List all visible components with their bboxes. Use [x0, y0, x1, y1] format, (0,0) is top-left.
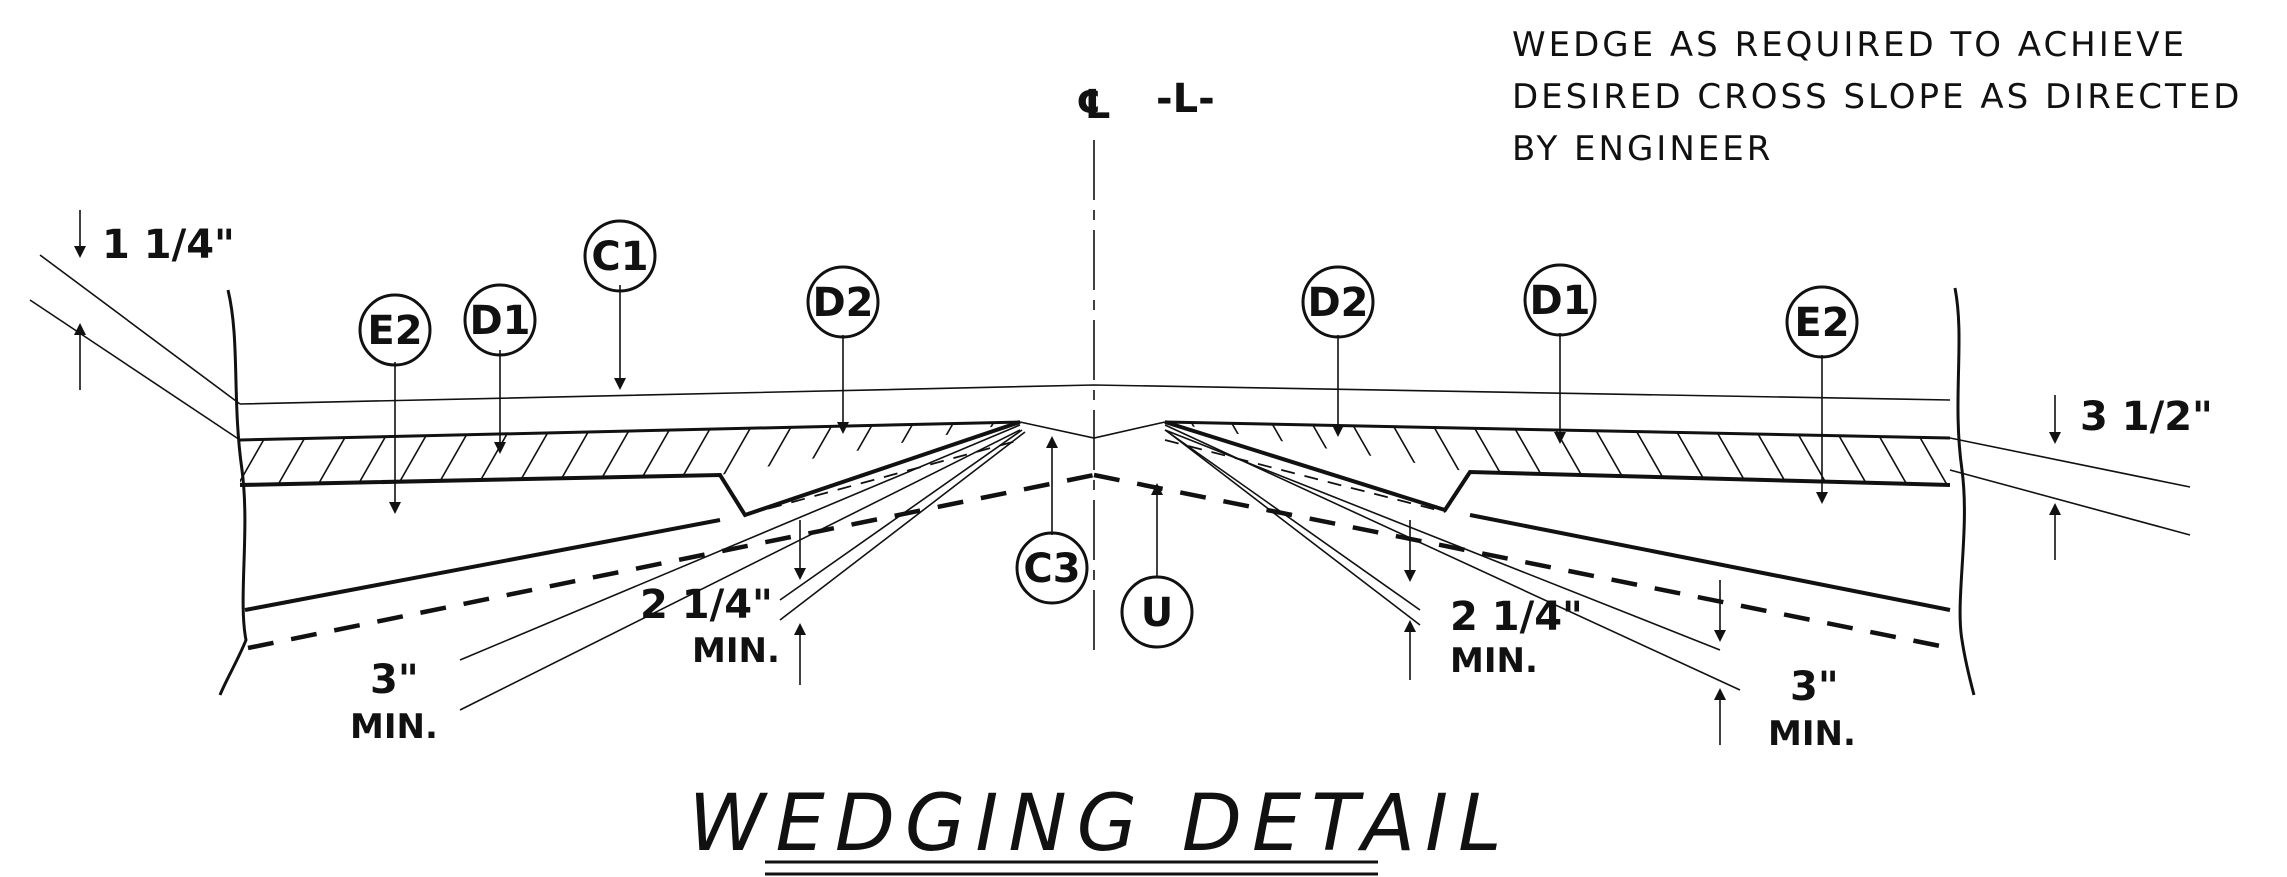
left-slope-lower	[29, 299, 241, 441]
left-existing-surface	[244, 518, 721, 612]
bubble-c1-label: C1	[591, 234, 648, 280]
bubble-d2-left: D2	[806, 265, 880, 339]
dim-left-outer-min: MIN.	[350, 707, 438, 747]
bubble-d2-right: D2	[1301, 265, 1375, 339]
finished-surface-line	[239, 384, 1951, 405]
left-leader-2	[459, 429, 1021, 711]
bubble-e2-right: E2	[1785, 285, 1859, 359]
left-leader-3	[779, 429, 1023, 601]
left-hatch-bottom	[239, 420, 1021, 518]
bubble-d2-left-label: D2	[812, 280, 873, 326]
bubble-d1-right-label: D1	[1529, 278, 1590, 324]
bubble-d1-left-label: D1	[469, 298, 530, 344]
right-leader-2	[1164, 429, 1721, 651]
wedge-crown-line	[1019, 421, 1166, 439]
right-slope-upper	[1949, 437, 2191, 488]
dim-left-inner-value: 2 1/4"	[640, 582, 773, 628]
right-break-line	[1953, 287, 1976, 696]
right-thin-dashed	[1164, 439, 1446, 513]
right-slope-lower	[1949, 469, 2191, 536]
right-leader-3	[1164, 429, 1421, 611]
note-line-3: BY ENGINEER	[1512, 129, 1773, 169]
note-line-2: DESIRED CROSS SLOPE AS DIRECTED	[1512, 77, 2242, 117]
centerline-symbol: ℄	[1076, 82, 1112, 128]
right-dashed-line	[1093, 472, 1951, 651]
dim-right-outer-min: MIN.	[1768, 714, 1856, 754]
right-hatch-top	[1164, 420, 1951, 440]
bubble-e2-left-label: E2	[367, 308, 422, 354]
bubble-c3-label: C3	[1023, 546, 1080, 592]
left-break-line	[218, 289, 248, 696]
dim-right-outer-value: 3"	[1790, 664, 1839, 710]
centerline-label: -L-	[1156, 76, 1215, 122]
right-leader-4	[1167, 431, 1421, 626]
note-line-1: WEDGE AS REQUIRED TO ACHIEVE	[1512, 25, 2187, 65]
bubble-c3: C3	[1015, 531, 1089, 605]
bubble-d1-right: D1	[1523, 263, 1597, 337]
dim-right-inner-min: MIN.	[1450, 641, 1538, 681]
left-leader-4	[779, 431, 1026, 621]
bubble-d2-right-label: D2	[1307, 280, 1368, 326]
dim-left-inner-min: MIN.	[692, 631, 780, 671]
right-leader-1	[1164, 424, 1741, 691]
bubble-e2-left: E2	[358, 293, 432, 367]
bubble-e2-right-label: E2	[1794, 300, 1849, 346]
bubble-u-label: U	[1141, 590, 1173, 636]
left-leader-1	[459, 424, 1021, 661]
dim-right: 3 1/2"	[2080, 394, 2213, 440]
right-existing-surface	[1469, 513, 1951, 612]
bubble-c1: C1	[583, 219, 657, 293]
dim-left-outer-value: 3"	[370, 657, 419, 703]
left-slope-upper	[39, 254, 241, 405]
left-hatch-top	[239, 420, 1021, 442]
left-dashed-line	[247, 472, 1095, 651]
drawing-title: WEDGING DETAIL	[688, 779, 1511, 869]
bubble-d1-left: D1	[463, 283, 537, 357]
bubble-u: U	[1120, 575, 1194, 649]
dim-right-inner-value: 2 1/4"	[1450, 594, 1583, 640]
right-hatch-bottom	[1164, 420, 1951, 513]
dim-top-left: 1 1/4"	[102, 222, 235, 268]
